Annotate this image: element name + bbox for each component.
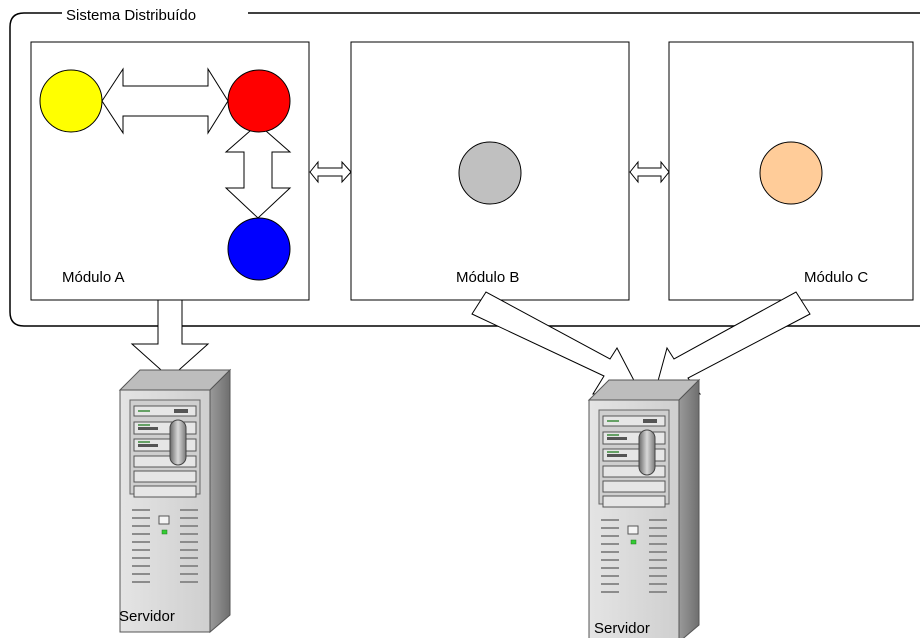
module-b-label: Módulo B [456, 269, 519, 286]
blue-node [227, 217, 291, 281]
peach-node [759, 141, 823, 205]
arrow-module-a-to-server [130, 299, 210, 379]
double-arrow-module-a-b [309, 160, 352, 184]
gray-node [458, 141, 522, 205]
arrow-module-b-to-server [471, 291, 641, 395]
yellow-node [39, 69, 103, 133]
server-tower-icon [588, 379, 700, 638]
server-2-label: Servidor [594, 620, 650, 637]
server-tower-icon [119, 369, 231, 633]
double-arrow-module-b-c [629, 160, 670, 184]
red-node [227, 69, 291, 133]
arrow-module-c-to-server [654, 291, 811, 395]
system-label: Sistema Distribuído [66, 7, 196, 24]
system-boundary [9, 12, 920, 327]
server-1-label: Servidor [119, 608, 175, 625]
module-c-label: Módulo C [804, 269, 868, 286]
module-a-label: Módulo A [62, 269, 125, 286]
